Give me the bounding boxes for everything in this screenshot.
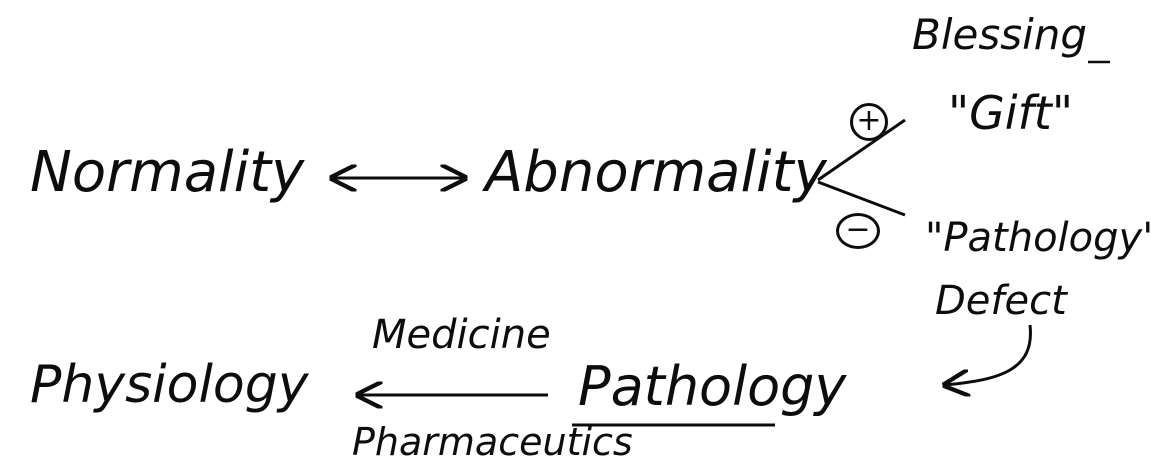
- medicine-label: Medicine: [372, 312, 551, 358]
- plus-circle-icon: +: [850, 103, 888, 141]
- minus-circle-icon: −: [836, 213, 880, 249]
- curved-arrow-defect-to-pathology: [945, 324, 1032, 385]
- abnormality-label: Abnormality: [485, 140, 827, 205]
- blessing-label: Blessing: [912, 10, 1088, 59]
- branch-line-positive: [817, 118, 906, 182]
- pathology-quoted-label: "Pathology": [925, 215, 1151, 261]
- defect-label: Defect: [935, 278, 1067, 324]
- physiology-label: Physiology: [30, 355, 309, 415]
- branch-line-negative: [817, 180, 906, 217]
- pathology-label: Pathology: [578, 355, 847, 418]
- normality-label: Normality: [30, 140, 305, 205]
- gift-label: "Gift": [948, 86, 1073, 140]
- pharmaceutics-label: Pharmaceutics: [352, 420, 633, 464]
